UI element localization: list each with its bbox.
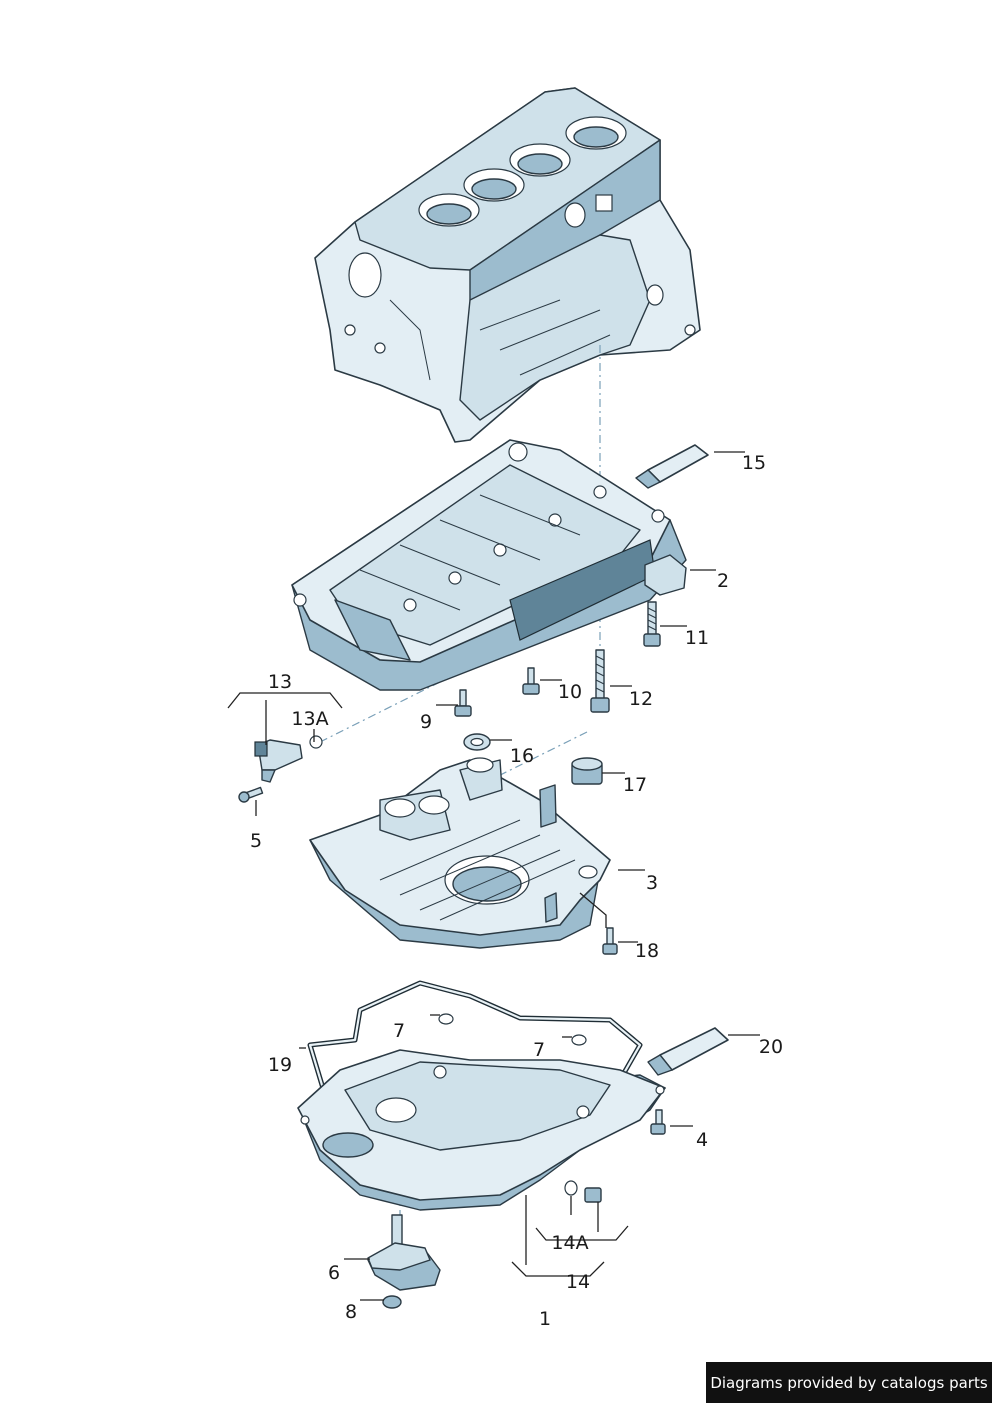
label-14a: 14A <box>551 1232 588 1254</box>
seal-7a <box>438 1013 454 1025</box>
oil-level-sender-6 <box>367 1214 441 1291</box>
lower-oil-pan <box>297 1049 666 1211</box>
bolt-11 <box>643 601 661 647</box>
label-13: 13 <box>268 671 292 693</box>
label-3: 3 <box>646 872 658 894</box>
bolt-10 <box>522 667 540 695</box>
label-7b: 7 <box>533 1039 545 1061</box>
upper-oil-pan <box>291 439 687 691</box>
oil-level-sensor-13 <box>254 739 303 783</box>
label-20: 20 <box>759 1036 783 1058</box>
label-16: 16 <box>510 745 534 767</box>
bolt-12 <box>590 649 610 713</box>
nut-8 <box>382 1295 402 1309</box>
label-18: 18 <box>635 940 659 962</box>
bolt-5 <box>238 786 264 803</box>
label-4: 4 <box>696 1129 708 1151</box>
sealant-tube-20 <box>647 1027 729 1076</box>
label-1: 1 <box>539 1308 551 1330</box>
label-9: 9 <box>420 711 432 733</box>
label-11: 11 <box>685 627 709 649</box>
credit-banner: Diagrams provided by catalogs parts <box>706 1362 992 1403</box>
o-ring-13a <box>309 735 323 749</box>
label-13a: 13A <box>291 708 328 730</box>
label-15: 15 <box>742 452 766 474</box>
cap-17 <box>571 757 603 785</box>
bolt-9 <box>454 689 472 717</box>
baffle-plate <box>309 757 611 949</box>
seal-7b <box>571 1034 587 1046</box>
label-2: 2 <box>717 570 729 592</box>
o-ring-14a <box>564 1180 578 1196</box>
label-8: 8 <box>345 1301 357 1323</box>
label-5: 5 <box>250 830 262 852</box>
label-7a: 7 <box>393 1020 405 1042</box>
label-6: 6 <box>328 1262 340 1284</box>
bolt-18 <box>602 927 618 955</box>
washer-16 <box>463 733 491 751</box>
sealant-tube-15 <box>635 444 709 489</box>
bolt-4 <box>650 1109 666 1135</box>
label-10: 10 <box>558 681 582 703</box>
label-19: 19 <box>268 1054 292 1076</box>
drain-plug-14 <box>584 1187 602 1203</box>
label-17: 17 <box>623 774 647 796</box>
label-14: 14 <box>566 1271 590 1293</box>
engine-block <box>314 87 701 443</box>
label-12: 12 <box>629 688 653 710</box>
leader-lines <box>227 451 760 1301</box>
